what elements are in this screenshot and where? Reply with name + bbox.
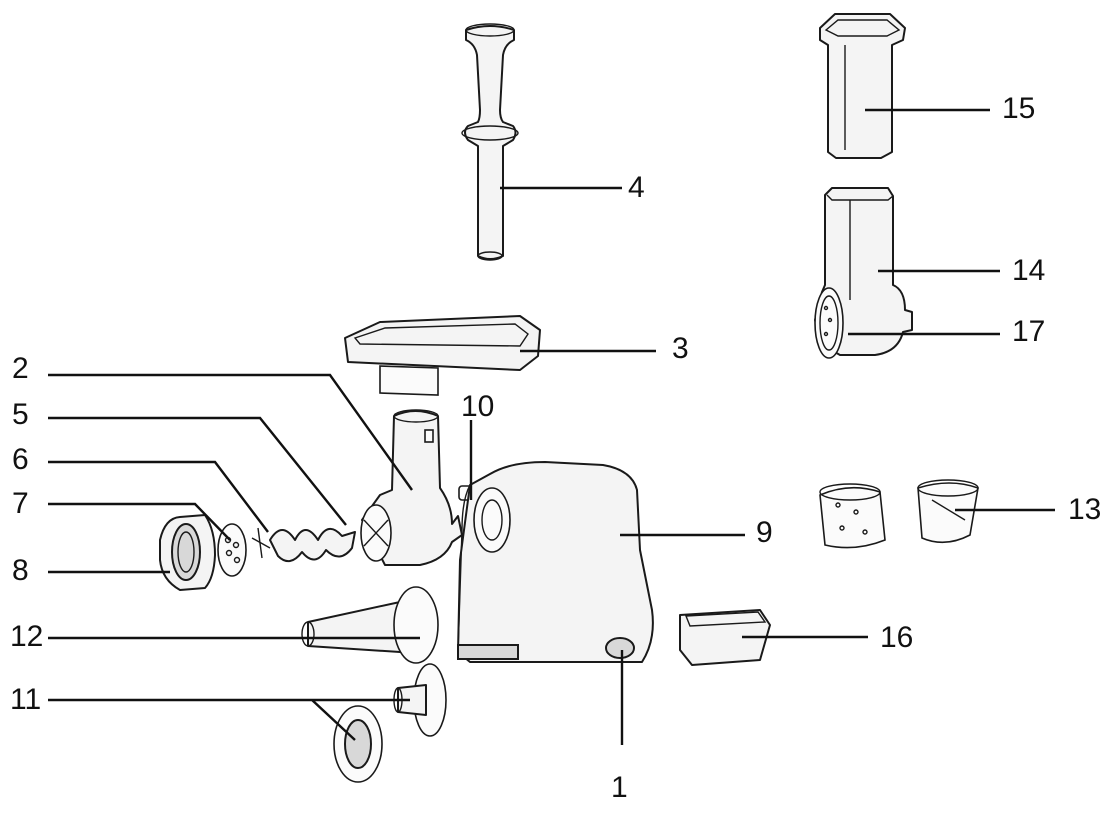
pusher-part bbox=[461, 23, 519, 261]
callout-9: 9 bbox=[756, 516, 773, 549]
callout-10: 10 bbox=[461, 390, 495, 423]
leader-7 bbox=[48, 502, 231, 541]
blade-part bbox=[360, 504, 392, 562]
callout-8: 8 bbox=[12, 554, 29, 587]
callout-6: 6 bbox=[12, 443, 29, 476]
small-tray-part bbox=[679, 609, 771, 666]
leader-lines bbox=[48, 108, 1055, 745]
leader-11 bbox=[48, 698, 410, 741]
callout-12: 12 bbox=[10, 620, 44, 653]
callout-14: 14 bbox=[1012, 254, 1046, 287]
callout-5: 5 bbox=[12, 398, 29, 431]
callout-13: 13 bbox=[1068, 493, 1102, 526]
callout-11: 11 bbox=[10, 683, 42, 716]
grating-drums-part bbox=[819, 479, 979, 549]
callout-4: 4 bbox=[628, 171, 645, 204]
callout-17: 17 bbox=[1012, 315, 1046, 348]
callout-15: 15 bbox=[1002, 92, 1036, 125]
callout-3: 3 bbox=[672, 332, 689, 365]
leader-5 bbox=[48, 416, 347, 526]
callout-1: 1 bbox=[611, 771, 628, 804]
slicer-drum-part bbox=[814, 287, 844, 359]
callout-16: 16 bbox=[880, 621, 914, 654]
cutting-plate-part bbox=[217, 523, 247, 577]
screw-part bbox=[251, 527, 356, 563]
callout-2: 2 bbox=[12, 352, 29, 385]
tray-part bbox=[344, 315, 541, 396]
vegetable-pusher-part bbox=[819, 13, 906, 159]
kibbe-attachment-part bbox=[333, 663, 447, 783]
ring-nut-part bbox=[159, 514, 216, 591]
leader-6 bbox=[48, 460, 269, 533]
sausage-nozzle-part bbox=[301, 586, 439, 664]
leader-2 bbox=[48, 373, 413, 491]
motor-housing-part bbox=[457, 461, 654, 663]
callout-7: 7 bbox=[12, 487, 29, 520]
